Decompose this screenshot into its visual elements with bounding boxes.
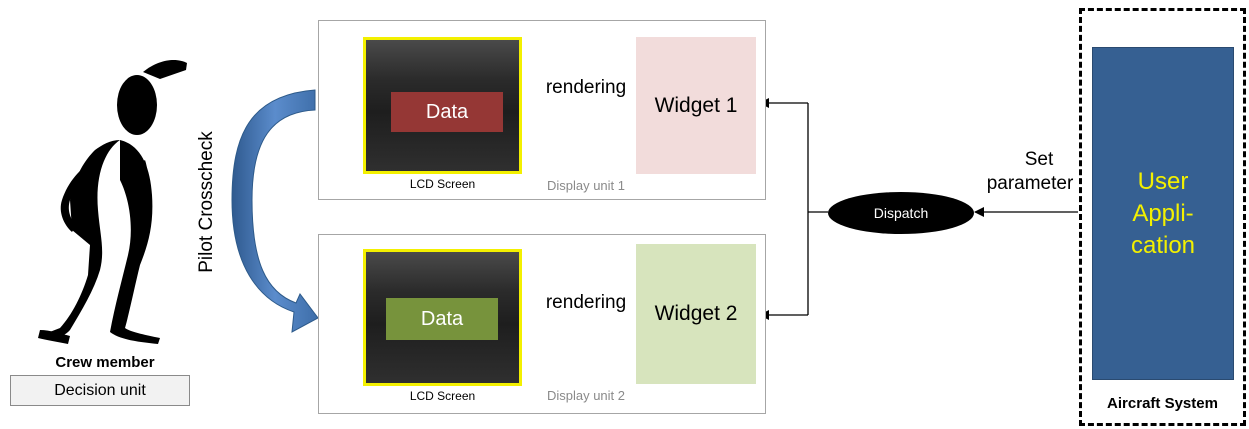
dispatch-node: Dispatch [828, 192, 974, 234]
display-unit-label-1: Display unit 1 [546, 177, 626, 193]
user-app-line-1: User [1137, 167, 1189, 195]
display-unit-label-2: Display unit 2 [546, 387, 626, 403]
user-app-line-3: cation [1130, 231, 1196, 259]
widget-2: Widget 2 [636, 244, 756, 384]
decision-unit-box: Decision unit [10, 375, 190, 406]
set-parameter-label-line1: Set [1024, 149, 1054, 170]
lcd-screen-label-1: LCD Screen [409, 177, 476, 191]
crew-member-label: Crew member [55, 353, 155, 371]
lcd-screen-label-2: LCD Screen [409, 389, 476, 403]
rendering-label-2: rendering [545, 292, 627, 313]
crosscheck-arrow [231, 89, 319, 333]
set-parameter-label-line2: parameter [986, 173, 1074, 194]
data-box-2: Data [386, 298, 498, 340]
crosscheck-label-wrap: Pilot Crosscheck [147, 131, 267, 273]
data-box-1: Data [391, 92, 503, 132]
user-app-line-2: Appli- [1132, 199, 1194, 227]
crosscheck-label: Pilot Crosscheck [196, 131, 217, 273]
rendering-label-1: rendering [545, 77, 627, 98]
user-application-box: User Appli- cation [1092, 47, 1234, 380]
aircraft-system-frame [1079, 8, 1246, 426]
aircraft-system-label: Aircraft System [1107, 394, 1218, 412]
widget-1: Widget 1 [636, 37, 756, 174]
crew-member-figure [38, 59, 187, 344]
